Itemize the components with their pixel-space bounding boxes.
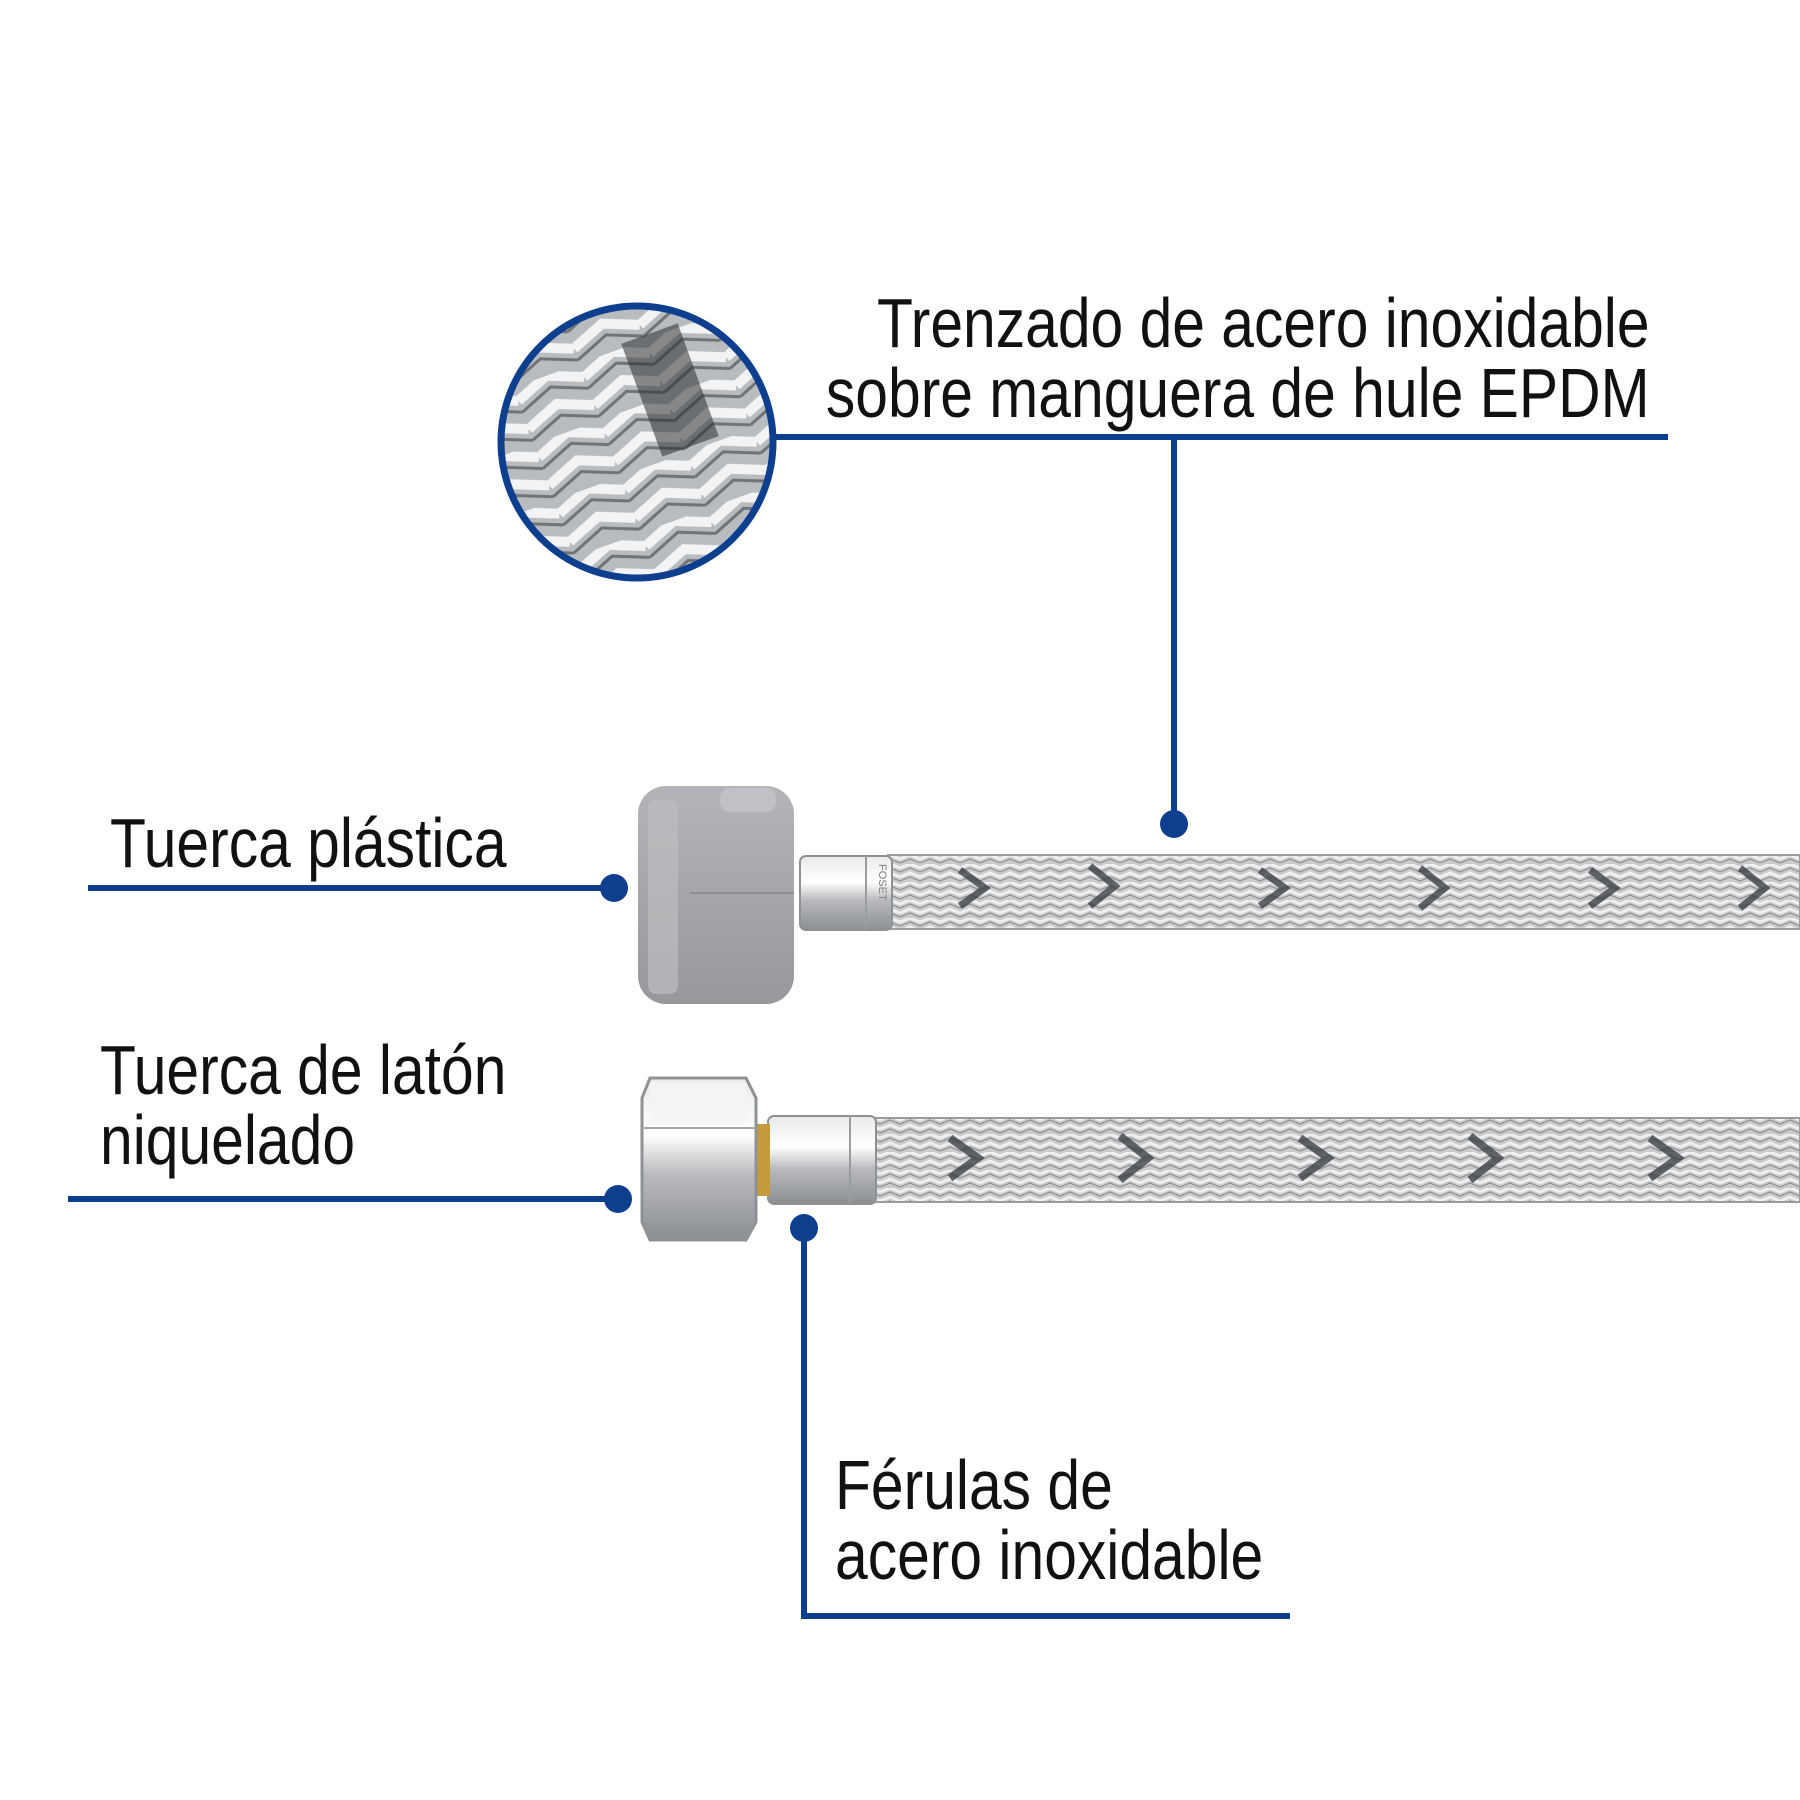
callout-brass-nut-label: Tuerca de latón niquelado — [100, 1035, 506, 1175]
callout-brass-nut-line1: Tuerca de latón — [100, 1031, 507, 1109]
ferrule-marking-text: FOSET — [876, 864, 888, 901]
callout-ferrule-line1: Férulas de — [835, 1446, 1113, 1524]
callout-ferrule-connector — [790, 1214, 1290, 1619]
hose-lower — [869, 1117, 1800, 1203]
callout-braid-line2: sobre manguera de hule EPDM — [826, 354, 1650, 432]
callout-ferrule-label: Férulas de acero inoxidable — [835, 1450, 1263, 1590]
ferrule-lower — [746, 1115, 877, 1205]
hose-upper — [887, 854, 1800, 930]
callout-brass-nut-connector — [68, 1185, 632, 1213]
callout-braid-label: Trenzado de acero inoxidable sobre mangu… — [826, 288, 1650, 428]
callout-ferrule-line2: acero inoxidable — [835, 1516, 1264, 1594]
plastic-nut — [638, 786, 794, 1004]
ferrule-marking-upper: FOSET — [872, 860, 892, 930]
callout-braid-line1: Trenzado de acero inoxidable — [877, 284, 1650, 362]
callout-plastic-nut-text: Tuerca plástica — [110, 804, 507, 882]
callout-brass-nut-line2: niquelado — [100, 1101, 356, 1179]
ferrule-upper — [799, 855, 893, 931]
braid-zoom-detail — [497, 302, 777, 582]
callout-plastic-nut-label: Tuerca plástica — [110, 808, 507, 878]
callout-braid-connector — [775, 434, 1668, 838]
brass-nut — [640, 1076, 758, 1242]
callout-plastic-nut-connector — [88, 874, 628, 902]
